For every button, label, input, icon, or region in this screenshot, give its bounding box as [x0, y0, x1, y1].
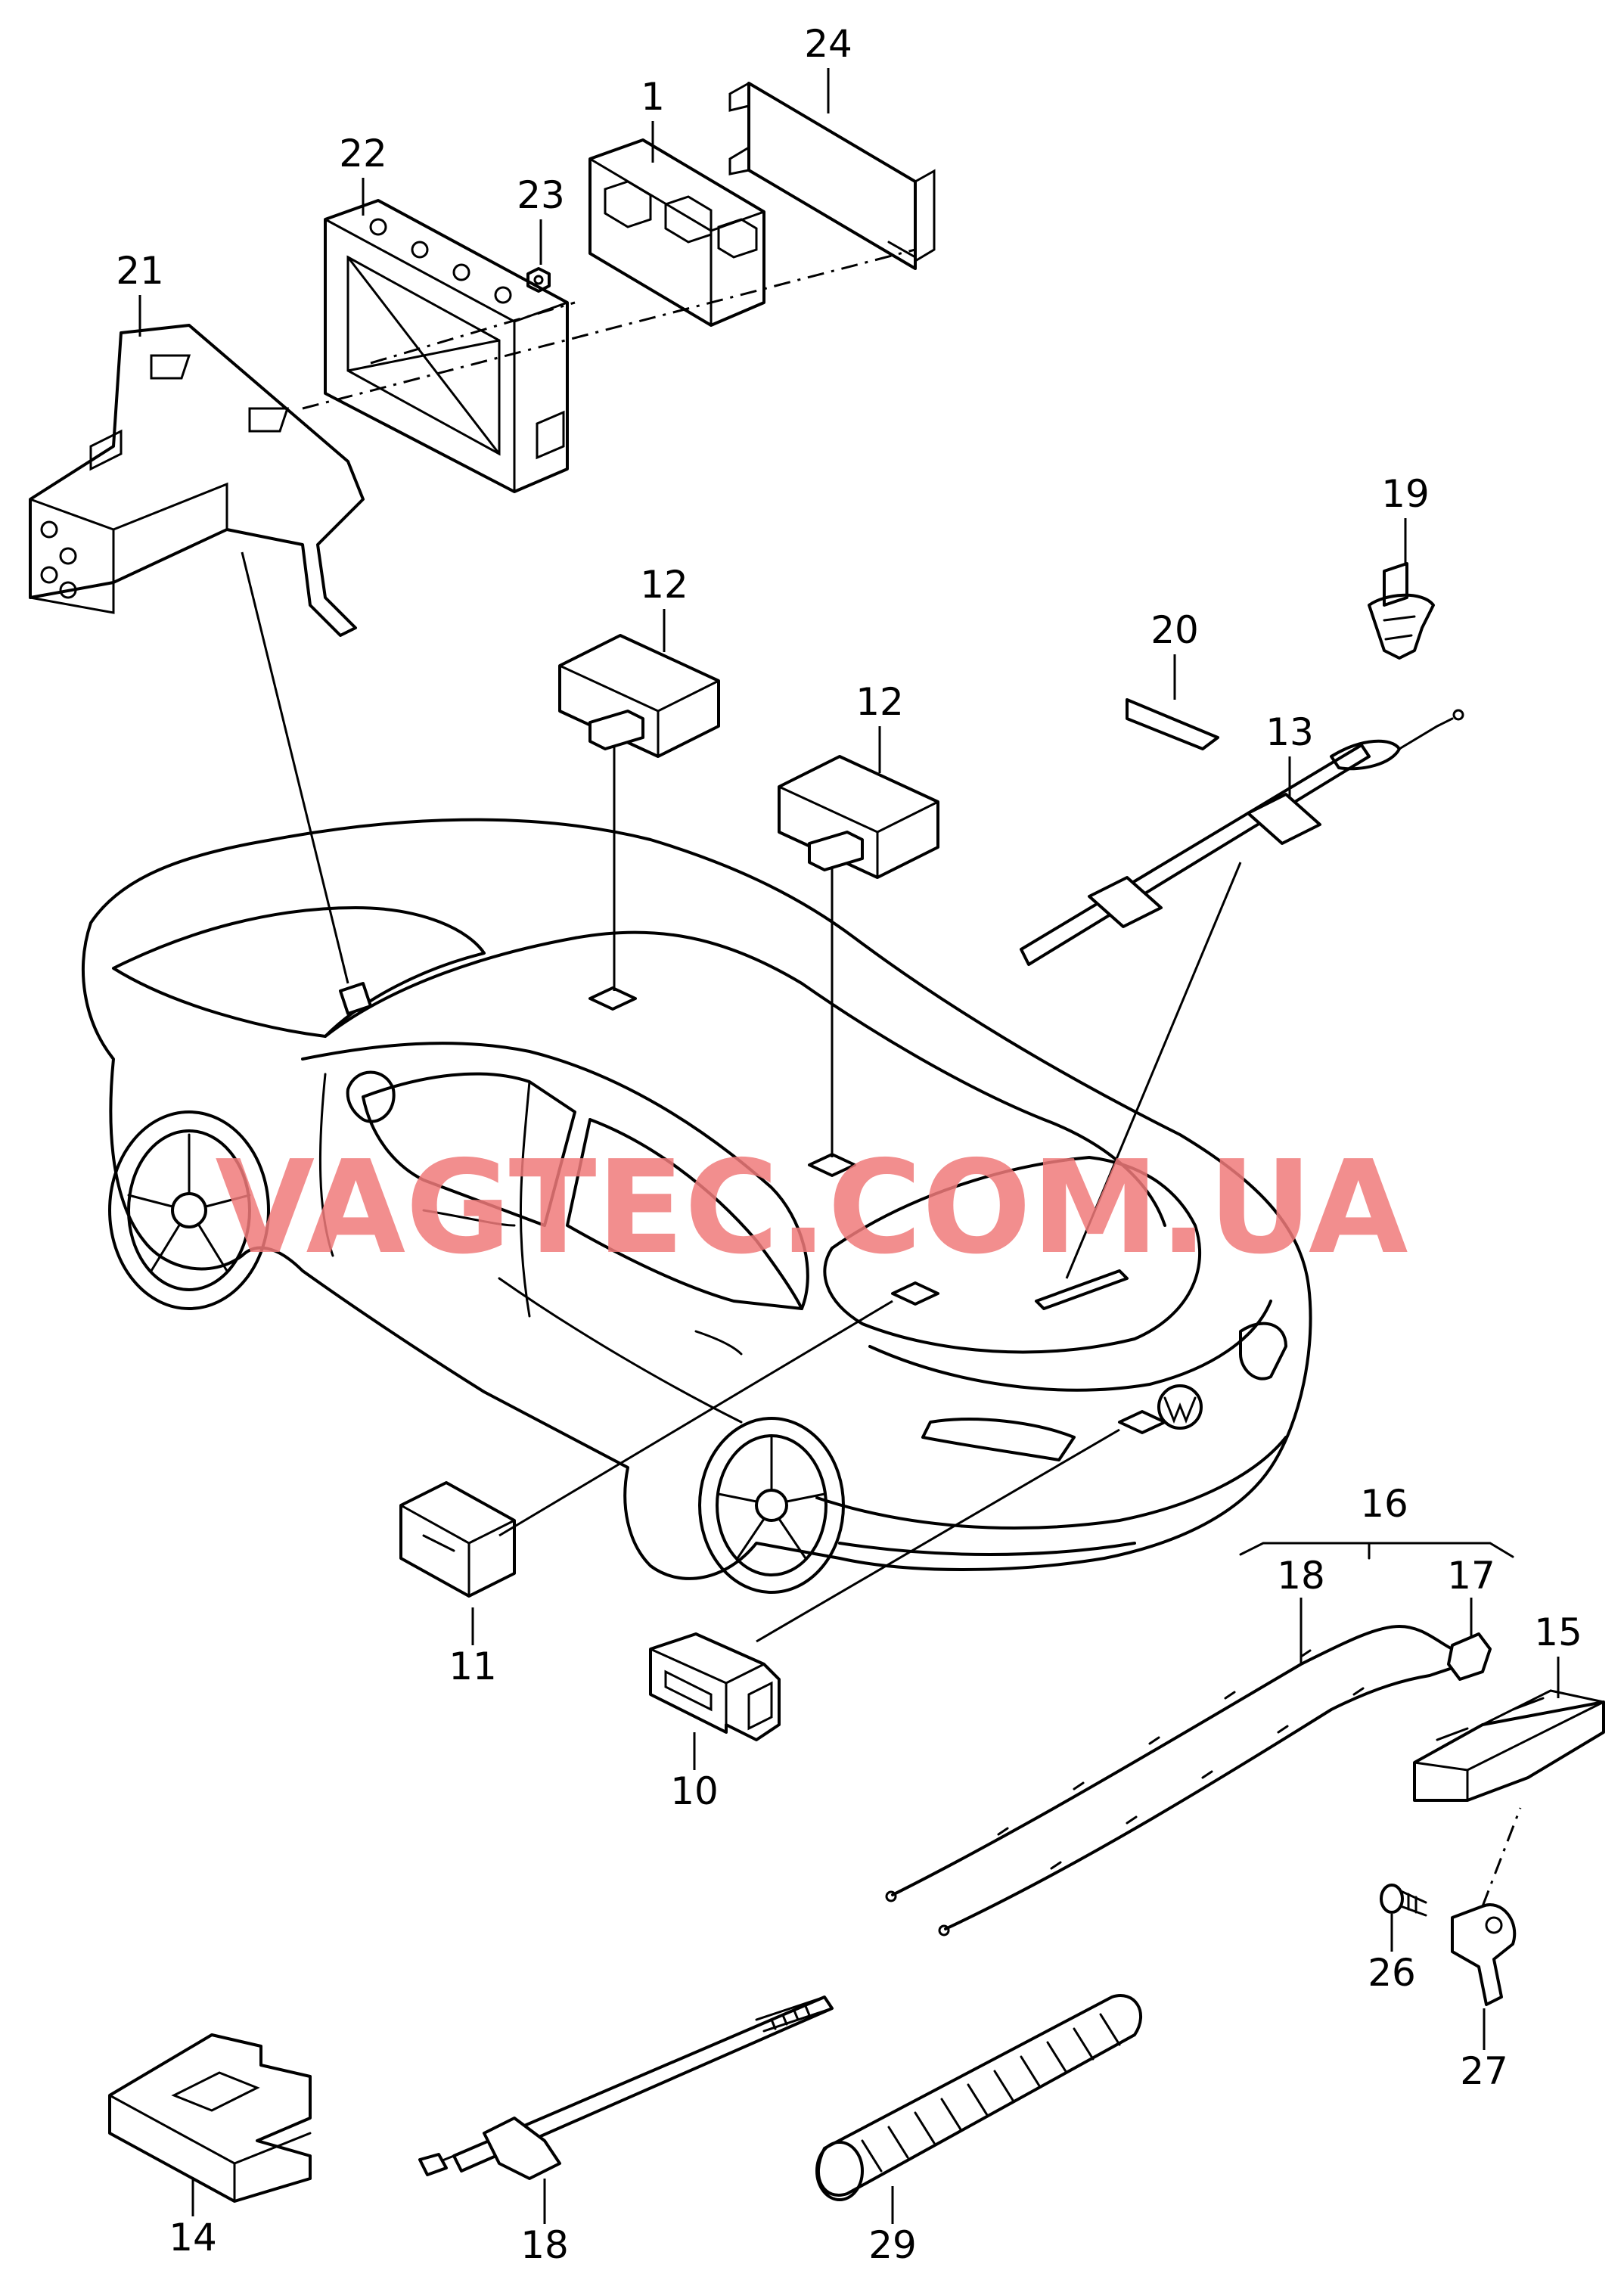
- part-12-module-a: [558, 634, 720, 758]
- callout-23: 23: [517, 173, 565, 217]
- callout-18b: 18: [520, 2223, 569, 2267]
- callout-labels: 24 1 22 23 21 12 12 19 20 13 16 18 17 15…: [116, 22, 1582, 2267]
- callout-18a: 18: [1277, 1554, 1325, 1598]
- part-13-antenna-strip: [1020, 709, 1464, 966]
- part-22-relay-carrier: [324, 199, 569, 493]
- callout-12b: 12: [855, 680, 904, 724]
- part-26-bolt: [1380, 1884, 1427, 1917]
- callout-27: 27: [1460, 2049, 1508, 2093]
- watermark-text: VAGTEC.COM.UA: [216, 1133, 1408, 1283]
- callout-14: 14: [169, 2216, 217, 2259]
- callout-29: 29: [868, 2223, 917, 2267]
- part-15-amplifier: [1413, 1689, 1605, 1802]
- callout-17: 17: [1447, 1554, 1495, 1598]
- part-18-cable-tie: [418, 1995, 834, 2180]
- part-27-clamp: [1451, 1903, 1517, 2006]
- callout-12a: 12: [640, 563, 688, 607]
- part-21-mounting-bracket: [29, 324, 365, 637]
- part-29-corrugated-tube: [815, 1994, 1143, 2201]
- callout-16: 16: [1360, 1482, 1408, 1526]
- callout-19: 19: [1381, 472, 1430, 516]
- callout-20: 20: [1150, 608, 1199, 652]
- part-23-nut: [526, 267, 551, 293]
- callout-26: 26: [1368, 1951, 1416, 1995]
- callout-1: 1: [641, 75, 665, 119]
- callout-21: 21: [116, 249, 164, 293]
- part-1-control-unit: [588, 138, 765, 327]
- part-16-cable-set: [885, 1542, 1514, 1936]
- part-24-bracket: [728, 82, 936, 270]
- part-12-module-b: [778, 755, 939, 879]
- car-illustration: [82, 818, 1312, 1594]
- part-10-sensor: [649, 1632, 781, 1741]
- callout-11: 11: [449, 1645, 497, 1688]
- callout-24: 24: [804, 22, 852, 66]
- callout-13: 13: [1265, 710, 1314, 754]
- part-14-pad: [108, 2033, 312, 2203]
- callout-22: 22: [339, 132, 387, 175]
- part-19-clip: [1368, 562, 1435, 660]
- leader-lines: [241, 248, 1522, 1907]
- callout-15: 15: [1534, 1610, 1582, 1654]
- callout-10: 10: [670, 1769, 719, 1813]
- part-20-pad: [1126, 698, 1219, 750]
- part-11-sensor: [399, 1481, 516, 1598]
